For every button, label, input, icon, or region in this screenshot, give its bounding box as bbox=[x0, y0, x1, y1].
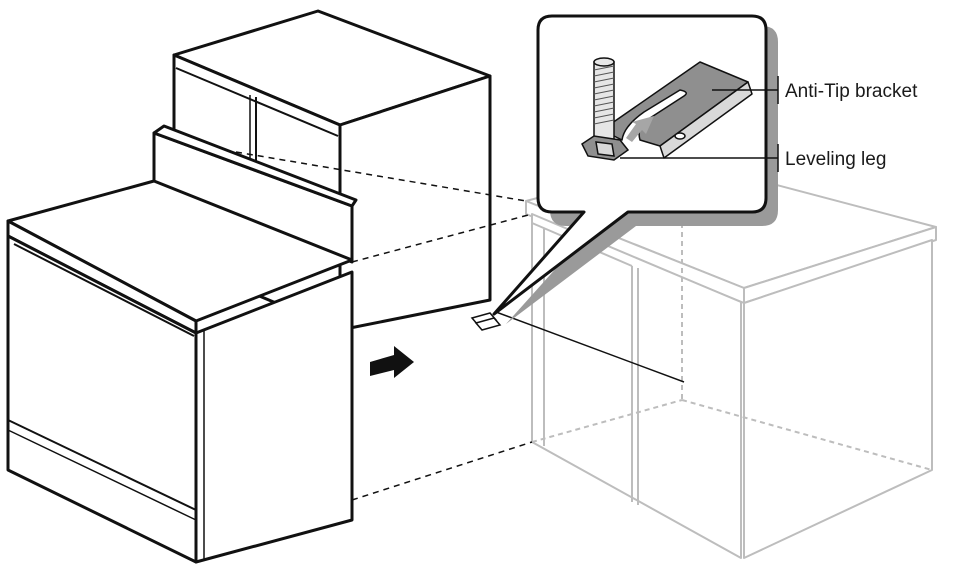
detail-callout bbox=[492, 14, 779, 324]
leg-foot-face bbox=[595, 141, 615, 157]
range-drawer-line bbox=[7, 419, 197, 511]
range-body-side bbox=[194, 270, 354, 564]
guide-line-top bbox=[235, 151, 527, 202]
range-drawer-line-2 bbox=[7, 429, 197, 521]
cabinet-hidden-edge-3 bbox=[681, 399, 933, 471]
cabinet-front bbox=[531, 213, 742, 559]
leg-threads bbox=[593, 65, 615, 125]
range-backguard-top bbox=[152, 124, 358, 208]
cabinet bbox=[525, 159, 937, 559]
leveling-leg-illustration bbox=[581, 57, 630, 161]
guide-line-wall bbox=[495, 311, 685, 383]
cabinet-side bbox=[743, 239, 933, 559]
leveling-leg-label: Leveling leg bbox=[785, 149, 886, 170]
anti-tip-bracket-label: Anti-Tip bracket bbox=[785, 81, 918, 102]
range bbox=[6, 9, 492, 564]
insert-arrow-icon bbox=[626, 116, 654, 142]
installed-bracket bbox=[470, 312, 502, 331]
callout-leaders bbox=[620, 76, 779, 172]
cabinet-top-side-edge bbox=[743, 226, 937, 304]
bracket-plate bbox=[601, 61, 749, 147]
bracket-screw-hole bbox=[674, 132, 686, 140]
floor-guides bbox=[235, 151, 685, 501]
guide-line-low bbox=[351, 441, 533, 501]
guide-line-mid bbox=[351, 213, 533, 263]
installed-bracket-plate-2 bbox=[474, 317, 502, 331]
leg-rod-top bbox=[593, 57, 615, 67]
cabinet-hidden-edge-2 bbox=[531, 399, 683, 443]
anti-tip-bracket-illustration bbox=[601, 61, 753, 159]
right-arrow-icon bbox=[370, 346, 414, 378]
range-door-edge bbox=[13, 243, 195, 337]
